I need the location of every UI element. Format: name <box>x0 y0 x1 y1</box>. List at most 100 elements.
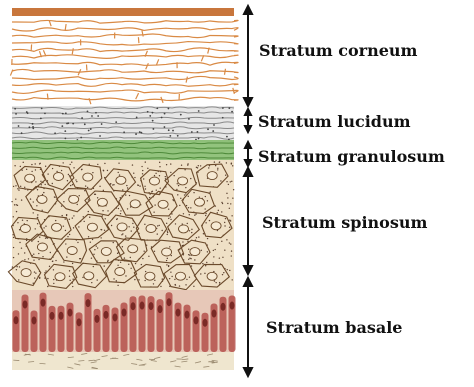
spinosum-nucleus <box>54 173 64 181</box>
spinosum-dot <box>200 273 201 274</box>
spinosum-dot <box>227 197 228 198</box>
spinosum-dot <box>190 258 191 259</box>
spinosum-nucleus <box>146 225 156 233</box>
spinosum-dot <box>199 196 200 197</box>
basale-nucleus <box>50 312 55 320</box>
spinosum-dot <box>159 175 160 176</box>
spinosum-dot <box>193 286 194 287</box>
spinosum-dot <box>141 166 142 167</box>
lucidum-dot <box>32 126 34 128</box>
spinosum-dot <box>175 223 176 224</box>
spinosum-nucleus <box>84 272 94 280</box>
lucidum-dot <box>147 111 149 113</box>
corneum-cell-line <box>12 90 238 93</box>
spinosum-dot <box>231 250 232 251</box>
spinosum-dot <box>168 218 169 219</box>
basale-nucleus <box>122 308 127 316</box>
spinosum-dot <box>155 173 156 174</box>
spinosum-dot <box>148 256 149 257</box>
spinosum-dot <box>130 257 131 258</box>
lucidum-dot <box>66 123 68 125</box>
spinosum-dot <box>20 186 21 187</box>
spinosum-dot <box>43 227 44 228</box>
lucidum-dot <box>40 118 42 120</box>
spinosum-dot <box>16 269 17 270</box>
lucidum-dot <box>99 135 101 137</box>
lucidum-dot <box>84 123 86 125</box>
spinosum-nucleus <box>130 200 140 208</box>
spinosum-dot <box>107 210 108 211</box>
spinosum-dot <box>188 259 189 260</box>
spinosum-dot <box>84 190 85 191</box>
spinosum-nucleus <box>145 272 155 280</box>
spinosum-nucleus <box>190 248 200 256</box>
lucidum-dot <box>115 121 117 123</box>
spinosum-dot <box>55 220 56 221</box>
spinosum-dot <box>190 178 191 179</box>
spinosum-dot <box>45 226 46 227</box>
spinosum-dot <box>226 193 227 194</box>
spinosum-dot <box>45 166 46 167</box>
layer-arrows <box>244 6 252 376</box>
basale-arrow <box>244 278 252 376</box>
spinosum-dot <box>186 205 187 206</box>
spinosum-dot <box>214 280 215 281</box>
spinosum-dot <box>219 161 220 162</box>
spinosum-dot <box>63 201 64 202</box>
spinosum-dot <box>107 170 108 171</box>
label-stratum-corneum: Stratum corneum <box>259 41 418 60</box>
spinosum-dot <box>26 240 27 241</box>
spinosum-dot <box>185 193 186 194</box>
spinosum-dot <box>92 239 93 240</box>
spinosum-dot <box>34 277 35 278</box>
spinosum-dot <box>217 168 218 169</box>
corneum-cell-edge <box>10 70 12 76</box>
spinosum-dot <box>79 258 80 259</box>
spinosum-dot <box>69 164 70 165</box>
corneum-cell-line <box>12 42 238 46</box>
spinosum-dot <box>65 218 66 219</box>
spinosum-dot <box>82 277 83 278</box>
spinosum-dot <box>183 213 184 214</box>
corneum-cell-line <box>12 28 238 31</box>
lucidum-dot <box>149 115 151 117</box>
spinosum-dot <box>99 186 100 187</box>
spinosum-dot <box>122 246 123 247</box>
spinosum-dot <box>91 282 92 283</box>
spinosum-dot <box>142 173 143 174</box>
spinosum-dot <box>72 286 73 287</box>
spinosum-dot <box>221 241 222 242</box>
lucidum-dot <box>136 117 138 119</box>
basale-nucleus <box>140 302 145 310</box>
spinosum-dot <box>180 198 181 199</box>
spinosum-dot <box>204 208 205 209</box>
lucidum-dot <box>164 113 166 115</box>
spinosum-nucleus <box>207 272 217 280</box>
basale-nucleus <box>131 302 136 310</box>
spinosum-nucleus <box>69 195 79 203</box>
spinosum-dot <box>107 260 108 261</box>
spinosum-dot <box>38 253 39 254</box>
spinosum-dot <box>133 173 134 174</box>
spinosum-dot <box>185 187 186 188</box>
lucidum-dot <box>177 135 179 137</box>
spinosum-nucleus <box>21 269 31 277</box>
corneum-cell-line <box>12 48 238 52</box>
basale-nucleus <box>86 299 91 307</box>
lucidum-dot <box>191 131 193 133</box>
spinosum-dot <box>24 187 25 188</box>
spinosum-dot <box>53 269 54 270</box>
spinosum-dot <box>204 273 205 274</box>
spinosum-dot <box>213 256 214 257</box>
spinosum-dot <box>229 208 230 209</box>
lucidum-dot <box>64 137 66 139</box>
lucidum-dot <box>65 112 67 114</box>
spinosum-dot <box>53 283 54 284</box>
lucidum-dot <box>152 120 154 122</box>
lucidum-dot <box>135 133 137 135</box>
lucidum-dot <box>54 132 56 134</box>
spinosum-dot <box>205 265 206 266</box>
spinosum-dot <box>119 174 120 175</box>
spinosum-dot <box>194 214 195 215</box>
spinosum-dot <box>189 214 190 215</box>
